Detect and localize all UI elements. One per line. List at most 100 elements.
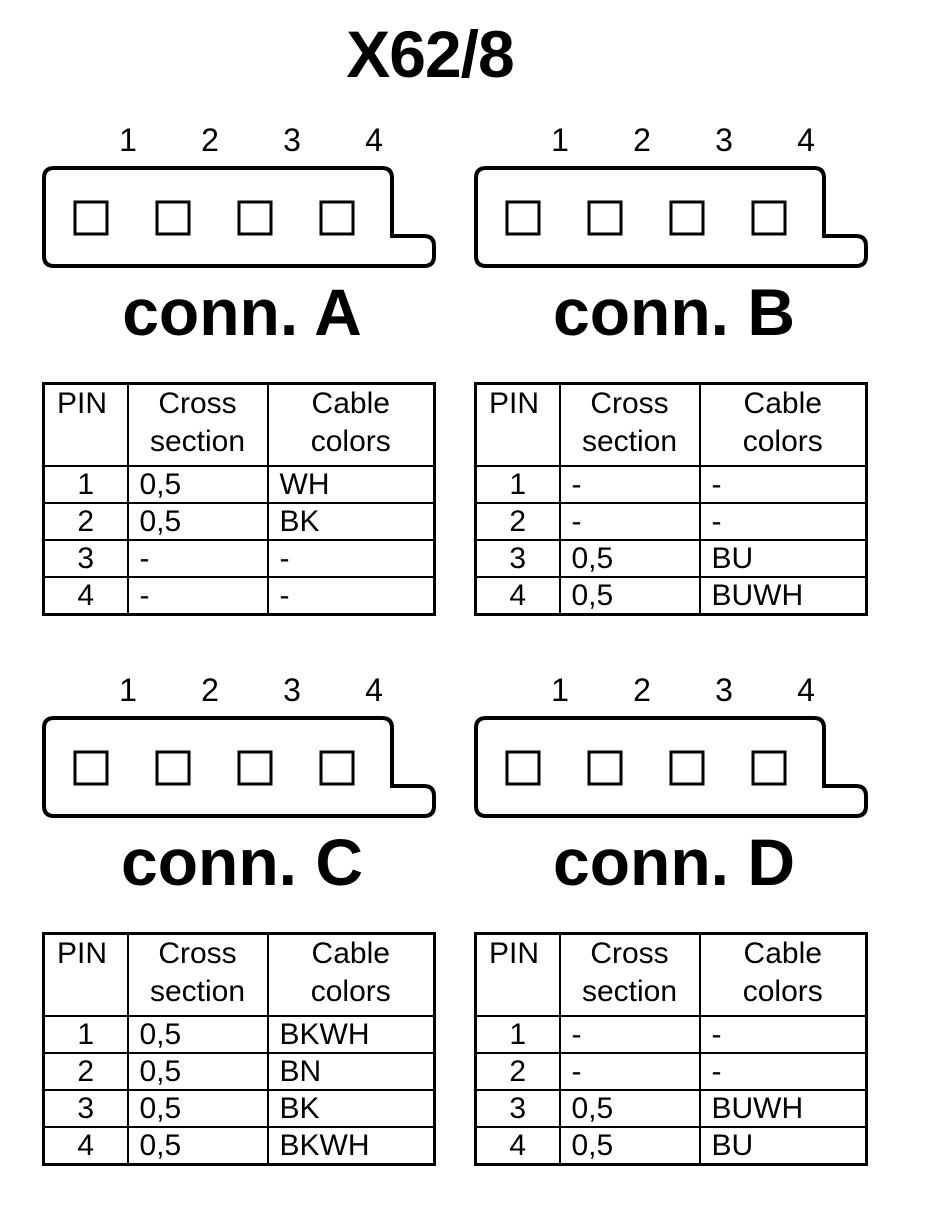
- connector-housing: [474, 716, 868, 818]
- cable-color-cell: BKWH: [266, 1015, 436, 1054]
- header-cross-section: Cross section: [126, 932, 269, 1017]
- pin-socket: [237, 200, 273, 236]
- cross-section-cell: -: [558, 1052, 701, 1091]
- cross-section-cell: 0,5: [558, 1126, 701, 1166]
- pin-socket: [505, 200, 541, 236]
- cable-color-cell: -: [266, 539, 436, 578]
- cross-section-cell: -: [558, 465, 701, 504]
- connector-label: conn. C: [121, 825, 363, 899]
- cross-section-cell: 0,5: [558, 539, 701, 578]
- pin-number: 1: [551, 122, 569, 158]
- pin-number: 1: [119, 122, 137, 158]
- pin-cell: 1: [474, 465, 561, 504]
- pin-number: 3: [715, 672, 733, 708]
- connector-label: conn. B: [553, 275, 795, 349]
- pin-number: 2: [201, 672, 219, 708]
- pin-socket: [505, 750, 541, 786]
- header-cross-section: Cross section: [558, 932, 701, 1017]
- pin-number: 1: [119, 672, 137, 708]
- header-pin: PIN: [42, 382, 129, 467]
- cross-section-cell: 0,5: [126, 465, 269, 504]
- cross-section-cell: -: [558, 502, 701, 541]
- cable-color-cell: BU: [698, 1126, 868, 1166]
- table-row: 4--: [42, 576, 436, 616]
- diagram-title: X62/8: [346, 17, 514, 91]
- header-line: Cable: [311, 387, 390, 420]
- header-line: Cross: [590, 937, 669, 970]
- pin-socket: [155, 750, 191, 786]
- cable-color-cell: BU: [698, 539, 868, 578]
- header-line: colors: [742, 975, 823, 1008]
- pin-cell: 2: [42, 1052, 129, 1091]
- header-line: section: [581, 975, 678, 1008]
- cable-color-cell: BUWH: [698, 1089, 868, 1128]
- cable-color-cell: -: [698, 502, 868, 541]
- header-line: section: [149, 975, 246, 1008]
- pin-socket: [319, 200, 355, 236]
- housing-outline: [474, 166, 868, 268]
- pin-number: 2: [633, 672, 651, 708]
- cross-section-cell: 0,5: [126, 1052, 269, 1091]
- pin-socket: [73, 200, 109, 236]
- table-row: 1--: [474, 465, 868, 504]
- header-line: Cross: [158, 937, 237, 970]
- pin-cell: 4: [42, 1126, 129, 1166]
- header-pin: PIN: [474, 932, 561, 1017]
- pin-socket: [587, 200, 623, 236]
- pin-cell: 3: [474, 539, 561, 578]
- pin-number: 2: [201, 122, 219, 158]
- header-line: colors: [310, 975, 391, 1008]
- cable-color-cell: BK: [266, 1089, 436, 1128]
- table-row: 2--: [474, 1052, 868, 1091]
- housing-outline: [474, 716, 868, 818]
- cross-section-cell: 0,5: [126, 1126, 269, 1166]
- header-line: section: [581, 425, 678, 458]
- pin-cell: 2: [474, 1052, 561, 1091]
- header-pin: PIN: [42, 932, 129, 1017]
- header-line: section: [149, 425, 246, 458]
- pin-socket: [751, 750, 787, 786]
- connector-label: conn. D: [553, 825, 795, 899]
- pin-cell: 1: [42, 465, 129, 504]
- cable-color-cell: BUWH: [698, 576, 868, 616]
- cable-color-cell: -: [698, 1015, 868, 1054]
- pin-cell: 3: [42, 539, 129, 578]
- cable-color-cell: -: [266, 576, 436, 616]
- connector-housing: [474, 166, 868, 268]
- pin-socket: [751, 200, 787, 236]
- pin-cell: 1: [42, 1015, 129, 1054]
- pin-cell: 1: [474, 1015, 561, 1054]
- pin-number: 1: [551, 672, 569, 708]
- pin-number: 4: [797, 672, 815, 708]
- connector-housing: [42, 716, 436, 818]
- pin-number: 4: [365, 672, 383, 708]
- pin-cell: 3: [474, 1089, 561, 1128]
- pin-cell: 4: [474, 1126, 561, 1166]
- pin-number: 3: [283, 122, 301, 158]
- cross-section-cell: -: [126, 539, 269, 578]
- pin-cell: 2: [42, 502, 129, 541]
- pin-number: 3: [715, 122, 733, 158]
- pin-socket: [237, 750, 273, 786]
- pin-cell: 2: [474, 502, 561, 541]
